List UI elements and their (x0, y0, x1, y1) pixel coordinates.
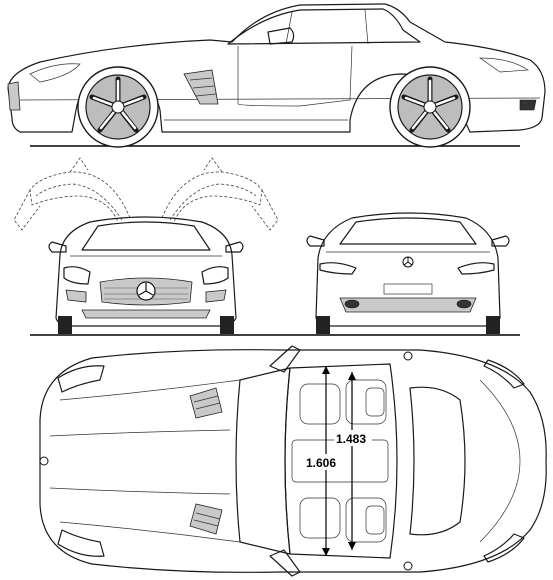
front-mirror-right (225, 241, 244, 253)
top-view (39, 345, 547, 577)
width-dimensions: 1.483 1.606 (304, 366, 372, 556)
rear-tyre-right (486, 316, 500, 334)
top-vent-upper (189, 387, 223, 419)
rear-diffuser (339, 297, 477, 313)
top-vent-lower (189, 503, 223, 535)
front-open-doors (13, 157, 279, 231)
dimension-label-inner: 1.483 (336, 432, 366, 446)
top-taillight-upper (483, 359, 525, 389)
top-rear-window (409, 386, 466, 536)
rear-mirror-left (306, 235, 325, 247)
rear-mirror-right (491, 235, 510, 247)
dimension-label-outer: 1.606 (306, 456, 336, 470)
top-door-lower (269, 549, 301, 577)
front-headlight-left (63, 266, 91, 285)
rear-tyre-left (316, 316, 330, 334)
front-mirror-left (48, 241, 67, 253)
rear-taillight-right (457, 262, 495, 275)
side-window (227, 8, 421, 45)
front-tyre-left (58, 316, 72, 334)
side-front-wheel (77, 66, 159, 148)
side-taillight (478, 57, 530, 73)
front-view (13, 157, 520, 336)
top-headlight-lower (57, 529, 105, 557)
top-mirror-upper (403, 351, 413, 361)
rear-star-emblem (402, 256, 414, 268)
side-grille (7, 81, 21, 111)
front-intake-left (65, 289, 87, 303)
side-view (7, 3, 546, 148)
top-body-outline (39, 349, 547, 573)
top-seat-lower (299, 497, 387, 543)
rear-exhaust-left (344, 299, 360, 309)
front-windshield (81, 221, 211, 251)
front-star-emblem (136, 281, 156, 301)
top-mirror-lower (403, 561, 413, 571)
front-lower-intake (81, 309, 211, 319)
rear-window (339, 217, 477, 245)
top-windshield (235, 367, 291, 555)
front-intake-right (205, 289, 227, 303)
front-tyre-right (220, 316, 234, 334)
side-door (237, 45, 353, 107)
rear-plate (383, 283, 433, 295)
side-vent (183, 69, 219, 105)
top-taillight-lower (483, 533, 525, 563)
top-cabin (284, 363, 398, 559)
side-exhaust (519, 99, 537, 111)
top-star-emblem (39, 456, 49, 466)
top-door-upper (269, 345, 301, 373)
side-mirror (267, 27, 295, 45)
side-rear-wheel (389, 66, 471, 148)
top-seat-upper (299, 379, 387, 425)
top-headlight-upper (57, 365, 105, 393)
rear-view (306, 212, 510, 334)
rear-taillight-left (319, 262, 357, 275)
side-headlight (29, 63, 81, 83)
rear-exhaust-right (456, 299, 472, 309)
front-headlight-right (201, 266, 229, 285)
